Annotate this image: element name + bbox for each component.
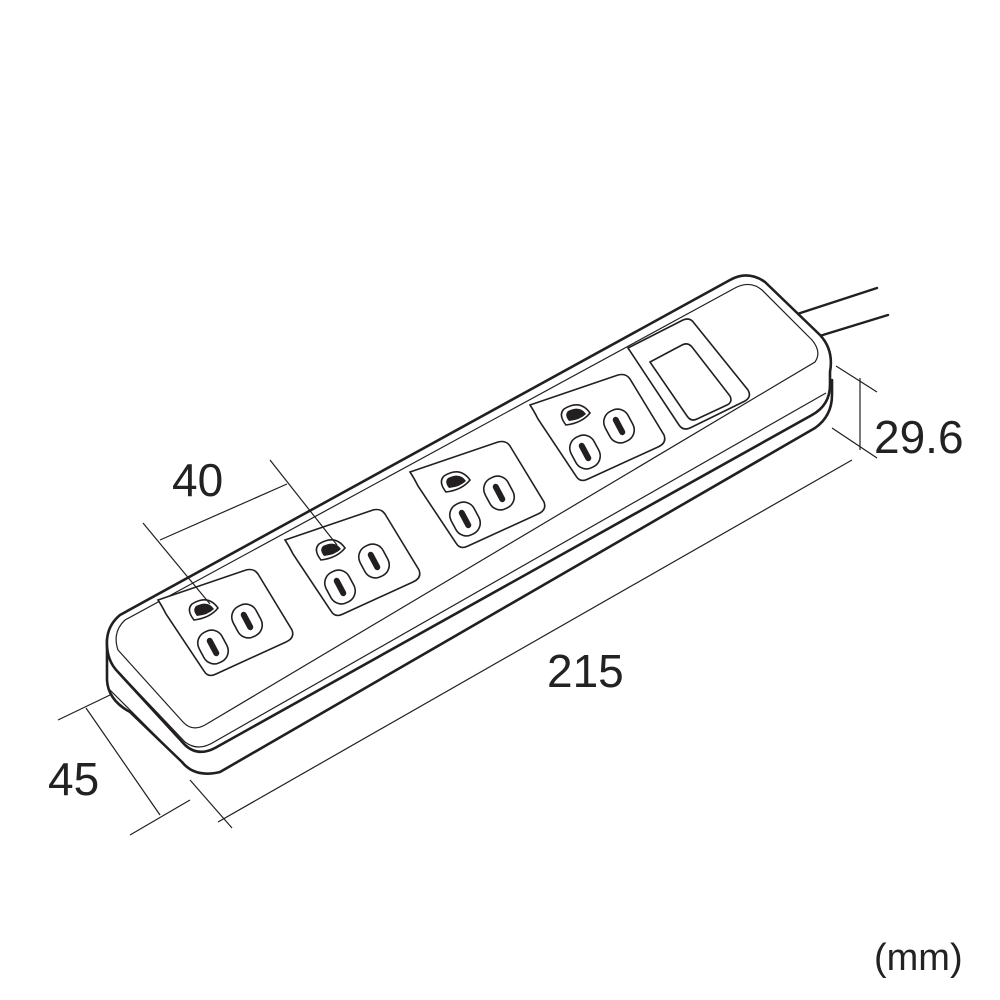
live-slot-fill [240, 611, 254, 631]
dimension-length: 215 [189, 459, 853, 829]
grounded-outlet-icon [528, 373, 666, 482]
live-slot-fill [492, 483, 506, 503]
dimension-length-label: 215 [547, 645, 624, 697]
ground-pin-fill [566, 408, 586, 421]
neutral-slot-fill [333, 577, 347, 597]
dimension-height-label: 29.6 [874, 411, 964, 463]
outlet-3[interactable] [408, 440, 546, 549]
switch-rocker [648, 343, 732, 421]
dimension-width: 45 [48, 694, 191, 836]
ground-pin-fill [194, 603, 214, 616]
grounded-outlet-icon [408, 440, 546, 549]
unit-label: (mm) [874, 937, 963, 979]
strip-top-face [115, 283, 819, 729]
outlet-2[interactable] [283, 508, 421, 617]
grounded-outlet-icon [283, 508, 421, 617]
dimension-outlet-pitch: 40 [142, 454, 338, 605]
grounded-outlet-icon [156, 568, 294, 677]
dimension-height: 29.6 [831, 365, 964, 463]
neutral-slot-fill [578, 442, 592, 462]
live-slot-fill [367, 551, 381, 571]
live-slot-fill [612, 416, 626, 436]
neutral-slot-fill [458, 509, 472, 529]
strip-side-edge-lower [109, 689, 191, 771]
dimension-width-label: 45 [48, 753, 99, 805]
dimension-outlet-pitch-label: 40 [172, 454, 223, 506]
rocker-switch-icon[interactable] [626, 318, 751, 430]
outlet-4[interactable] [528, 373, 666, 482]
strip-side-edge [111, 392, 827, 748]
neutral-slot-fill [206, 637, 220, 657]
ground-pin-fill [321, 543, 341, 556]
ground-pin-fill [446, 475, 466, 488]
